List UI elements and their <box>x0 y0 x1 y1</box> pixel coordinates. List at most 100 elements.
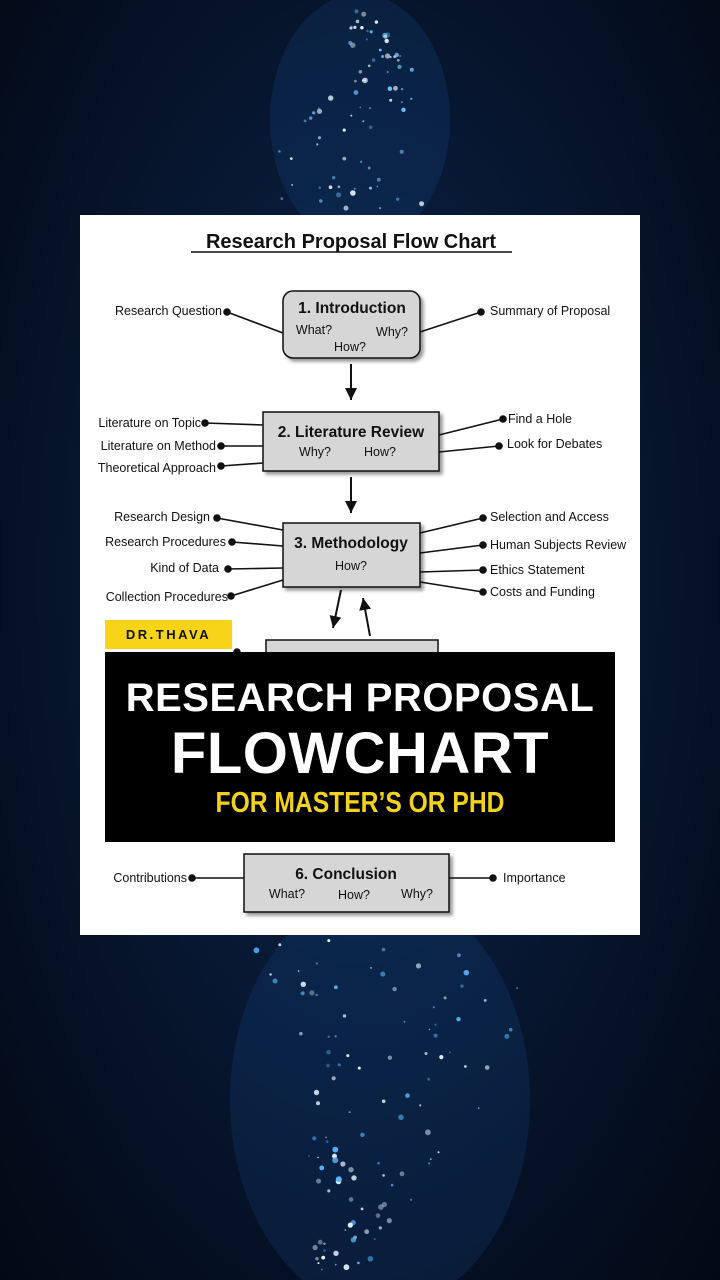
particle-dot <box>316 143 319 146</box>
particle-dot <box>355 19 360 24</box>
step-sub: How? <box>338 888 370 902</box>
particle-dot <box>278 150 281 153</box>
particle-dot <box>360 1207 364 1211</box>
particle-dot <box>343 1264 350 1271</box>
particle-dot <box>364 1229 370 1235</box>
particle-dot <box>348 1111 351 1114</box>
particle-dot <box>353 90 359 95</box>
particle-dot <box>272 978 278 984</box>
particle-dot <box>396 197 400 201</box>
particle-dot <box>337 185 341 189</box>
particle-dot <box>405 1093 410 1098</box>
particle-dot <box>348 40 353 45</box>
particle-dot <box>508 1027 513 1032</box>
banner-line-2: FLOWCHART <box>170 721 550 786</box>
concl-left-label: Contributions <box>113 871 187 885</box>
particle-dot <box>427 1162 431 1165</box>
particle-dot <box>367 1256 374 1262</box>
particle-dot <box>348 1167 354 1173</box>
particle-dot <box>318 136 321 140</box>
particle-dot <box>362 77 368 84</box>
particle-dot <box>369 186 372 190</box>
particle-dot <box>278 943 282 947</box>
particle-dot <box>443 996 447 1000</box>
particle-dot <box>477 1107 480 1109</box>
particle-dot <box>318 186 322 189</box>
particle-dot <box>299 1031 303 1036</box>
particle-dot <box>309 990 315 996</box>
method-left-label: Research Procedures <box>105 535 226 549</box>
particle-dot <box>369 107 371 110</box>
lit-left-label: Theoretical Approach <box>98 461 216 475</box>
particle-dot <box>334 985 338 990</box>
particle-dot <box>350 25 353 28</box>
particle-dot <box>419 1104 422 1107</box>
particle-dot <box>382 1174 385 1177</box>
particle-dot <box>410 97 413 101</box>
particle-dot <box>297 970 300 972</box>
particle-dot <box>397 64 402 69</box>
particle-dot <box>327 1189 331 1193</box>
particle-dot <box>317 1239 323 1245</box>
particle-dot <box>429 1158 432 1161</box>
particle-dot <box>344 1229 347 1231</box>
particle-dot <box>457 953 461 958</box>
step-title: 3. Methodology <box>294 535 408 552</box>
particle-dot <box>319 199 323 203</box>
particle-dot <box>376 185 379 188</box>
particle-dot <box>333 1250 339 1257</box>
particle-dot <box>380 971 386 977</box>
particle-dot <box>290 157 293 160</box>
particle-dot <box>376 177 381 182</box>
particle-dot <box>367 64 371 68</box>
particle-dot <box>439 1055 444 1060</box>
particle-dot <box>350 1237 357 1243</box>
particle-dot <box>460 984 464 988</box>
particle-dot <box>393 85 398 91</box>
particle-dot <box>327 1035 330 1038</box>
step-sub: Why? <box>299 445 331 459</box>
particle-dot <box>386 1218 392 1224</box>
particle-dot <box>432 1006 435 1009</box>
particle-dot <box>328 185 333 189</box>
particle-dot <box>342 128 346 132</box>
particle-dot <box>516 987 519 990</box>
particle-dot <box>323 1242 326 1246</box>
particle-dot <box>378 1204 384 1210</box>
particle-dot <box>317 107 321 111</box>
particle-dot <box>316 1178 322 1184</box>
particle-dot <box>366 29 369 33</box>
method-right-label: Human Subjects Review <box>490 538 627 552</box>
particle-dot <box>394 52 399 58</box>
particle-dot <box>371 58 376 62</box>
particle-dot <box>369 30 373 34</box>
particle-dot <box>350 190 356 196</box>
particle-dot <box>378 1226 382 1230</box>
method-left-label: Kind of Data <box>150 561 219 575</box>
particle-dot <box>354 9 359 14</box>
particle-dot <box>389 98 393 102</box>
particle-dot <box>354 79 357 83</box>
step-title: 1. Introduction <box>298 300 406 317</box>
particle-dot <box>312 1244 318 1251</box>
glow <box>270 0 450 246</box>
particle-dot <box>428 1028 431 1031</box>
particle-dot <box>387 1055 393 1060</box>
particle-dot <box>353 187 356 190</box>
particle-dot <box>463 1065 467 1068</box>
step-conclusion: 6. Conclusion What? How? Why? <box>243 853 450 913</box>
particle-dot <box>379 207 382 210</box>
glow <box>230 890 530 1280</box>
particle-dot <box>433 1033 438 1038</box>
particle-dot <box>300 991 305 996</box>
particle-dot <box>367 166 371 170</box>
particle-dot <box>357 1066 361 1070</box>
lit-left-label: Literature on Topic <box>98 416 201 430</box>
particle-dot <box>253 947 260 954</box>
particle-dot <box>332 1157 339 1164</box>
particle-dot <box>300 981 306 987</box>
particle-dot <box>358 70 363 74</box>
particle-dot <box>360 26 364 30</box>
particle-dot <box>378 48 382 52</box>
